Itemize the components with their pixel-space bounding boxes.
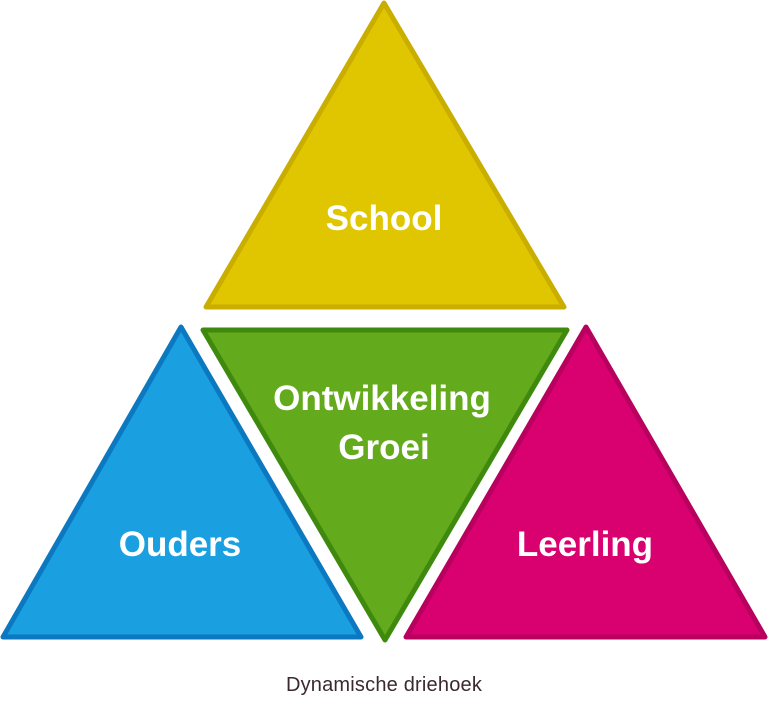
- growth-label: Groei: [338, 428, 429, 467]
- student-triangle: Leerling: [403, 324, 768, 640]
- development-label: Ontwikkeling: [273, 379, 491, 418]
- dynamic-triangle-diagram: School Ontwikkeling Groei Ouders Leerlin…: [0, 0, 768, 643]
- development-growth-triangle: Ontwikkeling Groei: [200, 327, 570, 643]
- school-triangle: School: [203, 0, 567, 310]
- school-label: School: [326, 199, 443, 238]
- parents-triangle: Ouders: [0, 324, 364, 640]
- parents-label: Ouders: [119, 525, 242, 564]
- diagram-caption: Dynamische driehoek: [285, 674, 483, 696]
- student-label: Leerling: [517, 525, 653, 564]
